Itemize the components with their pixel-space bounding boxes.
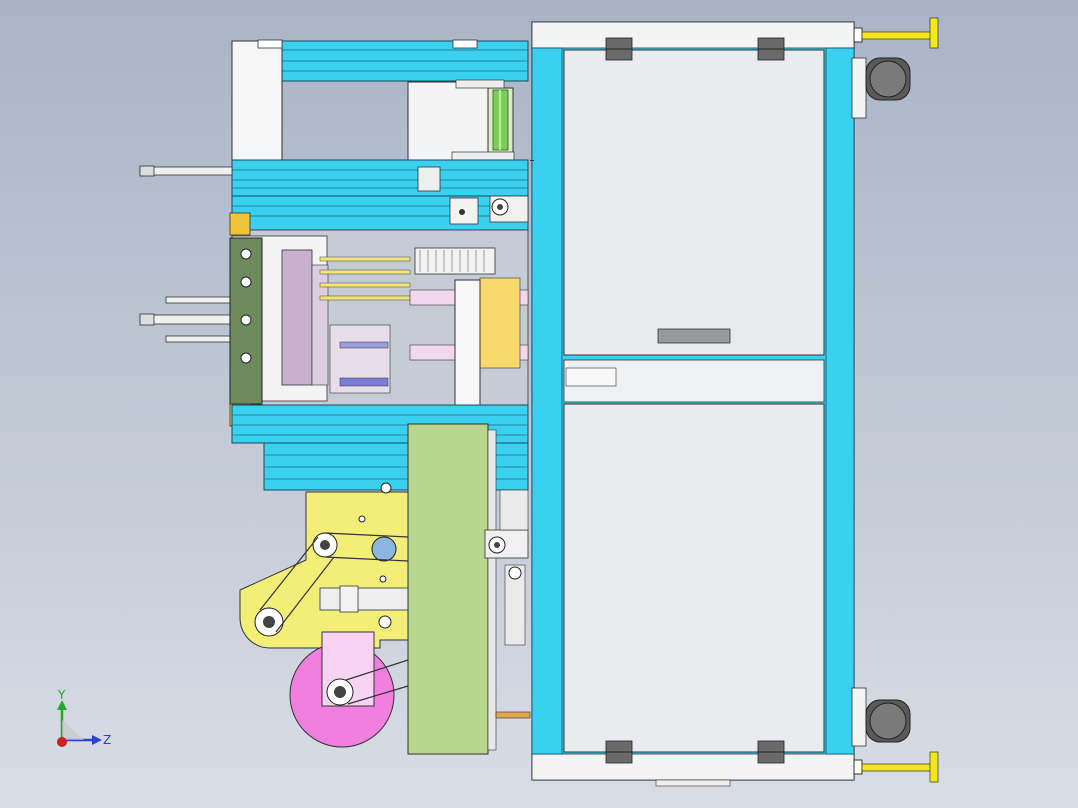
cabinet-door-lower: [563, 403, 825, 753]
electrical-cabinet: [530, 21, 855, 787]
pink-drum-assembly: [289, 631, 409, 748]
axis-z-label: Z: [103, 733, 111, 747]
view-orientation-triad-icon[interactable]: Y Z: [57, 688, 111, 747]
mold-section: [229, 212, 529, 449]
door-handle: [657, 328, 731, 344]
hinge-icon: [757, 740, 785, 764]
axis-y-label: Y: [57, 688, 66, 702]
caster-wheel-icon: [851, 687, 911, 747]
leveling-foot-icon: [853, 751, 939, 783]
vertical-guide-plate: [407, 423, 531, 755]
cabinet-door-upper: [563, 49, 825, 356]
hinge-icon: [605, 740, 633, 764]
leveling-foot-icon: [853, 17, 939, 49]
hinge-icon: [757, 37, 785, 61]
hinge-icon: [605, 37, 633, 61]
drive-plate-assembly: [239, 482, 411, 649]
tensioner-column: [484, 195, 529, 646]
door-latch: [565, 367, 617, 387]
upper-frame-assembly: [139, 39, 529, 343]
caster-wheel-icon: [851, 57, 911, 119]
pulley-icon: [371, 536, 397, 562]
